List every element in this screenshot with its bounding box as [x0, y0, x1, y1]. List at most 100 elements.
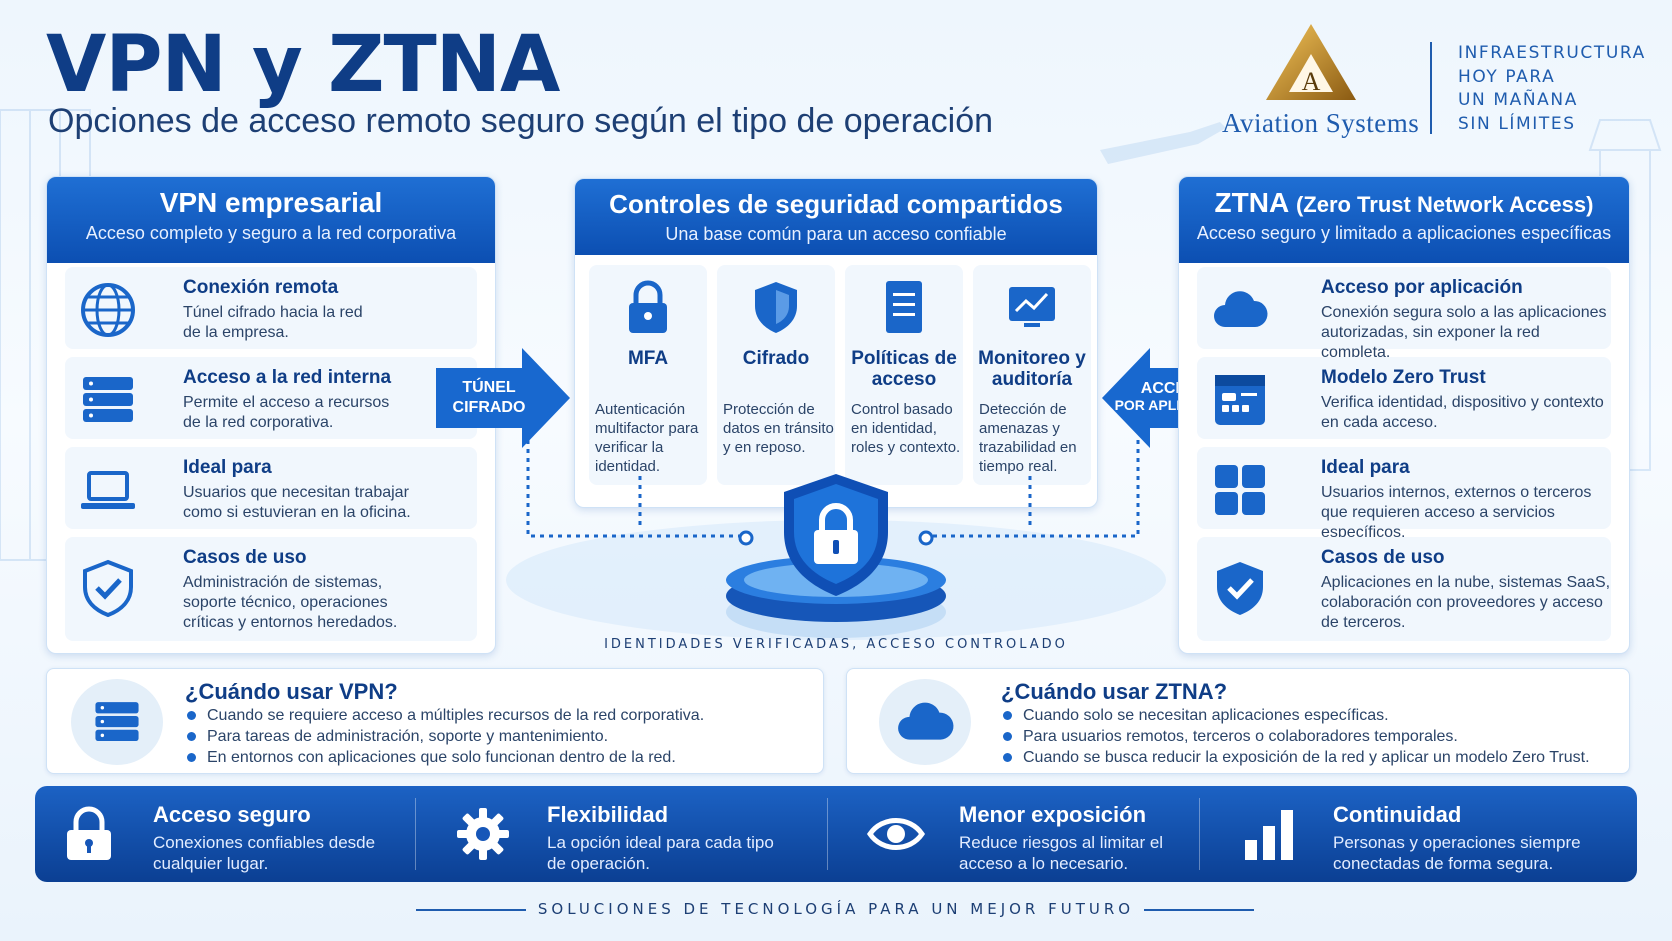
ztna-item-desc: Aplicaciones en la nube, sistemas SaaS, … — [1321, 574, 1611, 631]
ztna-item-title: Casos de uso — [1321, 547, 1445, 568]
card-title: Políticas de acceso — [851, 348, 957, 390]
tagline: INFRAESTRUCTURA HOY PARA UN MAÑANA SIN L… — [1458, 42, 1646, 136]
shared-card-politicas: Políticas de acceso Control basado en id… — [845, 265, 963, 485]
ztna-item-desc: Conexión segura solo a las aplicaciones … — [1321, 304, 1607, 361]
feature-title: Continuidad — [1333, 802, 1462, 827]
ztna-item-title: Modelo Zero Trust — [1321, 367, 1486, 388]
feature-flexibilidad: Flexibilidad La opción ideal para cada t… — [429, 786, 829, 882]
list-item: Para tareas de administración, soporte y… — [185, 726, 704, 747]
when-vpn-list: Cuando se requiere acceso a múltiples re… — [185, 705, 704, 768]
ztna-item: Modelo Zero Trust Verifica identidad, di… — [1197, 357, 1611, 439]
vpn-item-title: Conexión remota — [183, 277, 339, 298]
ztna-item: Ideal para Usuarios internos, externos o… — [1197, 447, 1611, 541]
list-item: Cuando solo se necesitan aplicaciones es… — [1001, 705, 1590, 726]
cloud-icon — [898, 702, 954, 740]
feature-title: Flexibilidad — [547, 802, 669, 827]
feature-desc: Conexiones confiables desde cualquier lu… — [153, 833, 376, 873]
when-ztna-list: Cuando solo se necesitan aplicaciones es… — [1001, 705, 1590, 768]
shield-check-icon — [1217, 562, 1263, 615]
feature-title: Acceso seguro — [153, 802, 311, 827]
list-item: Para usuarios remotos, terceros o colabo… — [1001, 726, 1590, 747]
when-vpn-title: ¿Cuándo usar VPN? — [185, 679, 398, 704]
gear-icon — [457, 808, 509, 860]
page-title: VPN y ZTNA — [46, 20, 560, 110]
vpn-title: VPN empresarial — [159, 187, 383, 218]
ztna-item-desc: Usuarios internos, externos o terceros q… — [1321, 484, 1592, 541]
ztna-title-suffix: (Zero Trust Network Access) — [1295, 192, 1594, 217]
ztna-subtitle: Acceso seguro y limitado a aplicaciones … — [1196, 223, 1612, 243]
feature-menor-exposicion: Menor exposición Reduce riesgos al limit… — [841, 786, 1221, 882]
vpn-subtitle: Acceso completo y seguro a la red corpor… — [85, 223, 457, 243]
vpn-item: Acceso a la red interna Permite el acces… — [65, 357, 477, 439]
feature-acceso-seguro: Acceso seguro Conexiones confiables desd… — [35, 786, 415, 882]
vpn-item: Casos de uso Administración de sistemas,… — [65, 537, 477, 641]
shared-panel-header: Controles de seguridad compartidos Una b… — [575, 179, 1097, 255]
monitor-chart-icon — [1009, 287, 1055, 327]
identity-caption: IDENTIDADES VERIFICADAS, ACCESO CONTROLA… — [604, 637, 1068, 652]
vpn-item-title: Casos de uso — [183, 547, 307, 568]
feature-divider — [415, 798, 416, 870]
vpn-item: Conexión remota Túnel cifrado hacia la r… — [65, 267, 477, 349]
when-ztna-title: ¿Cuándo usar ZTNA? — [1001, 679, 1228, 704]
shield-check-icon — [83, 559, 133, 617]
footer-line-left — [416, 909, 526, 911]
ztna-item-title: Ideal para — [1321, 457, 1410, 478]
shared-card-cifrado: Cifrado Protección de datos en tránsito … — [717, 265, 835, 485]
cloud-icon — [1214, 291, 1268, 327]
when-vpn-icon-circle — [71, 679, 163, 765]
svg-text:A: A — [1302, 67, 1321, 96]
card-desc: Control basado en identidad, roles y con… — [851, 401, 961, 456]
tagline-line: INFRAESTRUCTURA — [1458, 43, 1646, 63]
ztna-item: Casos de uso Aplicaciones en la nube, si… — [1197, 537, 1611, 641]
tagline-line: SIN LÍMITES — [1458, 113, 1576, 134]
when-vpn-box: ¿Cuándo usar VPN? Cuando se requiere acc… — [46, 668, 824, 774]
arrow-label-line: TÚNEL — [462, 379, 516, 396]
feature-desc: La opción ideal para cada tipo de operac… — [547, 833, 774, 873]
card-title: Monitoreo y auditoría — [978, 348, 1086, 390]
list-item: Cuando se requiere acceso a múltiples re… — [185, 705, 704, 726]
feature-desc: Personas y operaciones siempre conectada… — [1333, 833, 1581, 873]
document-icon — [886, 281, 922, 333]
arrow-label-line: CIFRADO — [452, 399, 526, 416]
ztna-item-desc: Verifica identidad, dispositivo y contex… — [1321, 394, 1604, 431]
shared-card-mfa: MFA Autenticación multifactor para verif… — [589, 265, 707, 485]
padlock-icon — [629, 280, 667, 333]
shared-title: Controles de seguridad compartidos — [609, 189, 1063, 219]
vpn-item: Ideal para Usuarios que necesitan trabaj… — [65, 447, 477, 529]
app-window-icon — [1215, 375, 1265, 425]
footer-line-right — [1144, 909, 1254, 911]
encrypted-tunnel-arrow — [436, 348, 570, 448]
vpn-panel-header: VPN empresarial Acceso completo y seguro… — [47, 177, 495, 263]
list-item: Cuando se busca reducir la exposición de… — [1001, 747, 1590, 768]
shield-icon — [755, 282, 797, 333]
shared-card-monitoreo: Monitoreo y auditoría Detección de amena… — [973, 265, 1091, 485]
card-desc: Protección de datos en tránsito y en rep… — [723, 401, 834, 456]
central-shield-lock-icon — [784, 474, 888, 596]
padlock-icon — [67, 806, 111, 860]
feature-title: Menor exposición — [959, 802, 1147, 827]
when-ztna-icon-circle — [879, 679, 971, 765]
shared-controls-panel: Controles de seguridad compartidos Una b… — [574, 178, 1098, 508]
features-bar: Acceso seguro Conexiones confiables desd… — [35, 786, 1637, 882]
when-ztna-box: ¿Cuándo usar ZTNA? Cuando solo se necesi… — [846, 668, 1630, 774]
list-item: En entornos con aplicaciones que solo fu… — [185, 747, 704, 768]
card-desc: Detección de amenazas y trazabilidad en … — [979, 401, 1077, 475]
vpn-item-desc: Administración de sistemas, soporte técn… — [183, 574, 398, 631]
feature-divider — [1199, 798, 1200, 870]
card-title: Cifrado — [742, 348, 810, 369]
feature-desc: Reduce riesgos al limitar el acceso a lo… — [959, 833, 1164, 873]
ztna-item-title: Acceso por aplicación — [1321, 277, 1523, 298]
shared-subtitle: Una base común para un acceso confiable — [665, 224, 1007, 244]
card-desc: Autenticación multifactor para verificar… — [595, 401, 699, 475]
ztna-item: Acceso por aplicación Conexión segura so… — [1197, 267, 1611, 361]
page-subtitle: Opciones de acceso remoto seguro según e… — [48, 102, 994, 140]
ztna-title-main: ZTNA — [1214, 187, 1289, 218]
encrypted-tunnel-label: TÚNEL CIFRADO — [446, 378, 532, 418]
laptop-icon — [81, 471, 135, 509]
tagline-line: HOY PARA — [1458, 66, 1556, 87]
server-icon — [83, 377, 133, 422]
globe-icon — [81, 283, 135, 337]
footer-text: SOLUCIONES DE TECNOLOGÍA PARA UN MEJOR F… — [537, 900, 1135, 918]
vpn-item-title: Acceso a la red interna — [183, 367, 392, 388]
vpn-item-title: Ideal para — [183, 457, 272, 478]
